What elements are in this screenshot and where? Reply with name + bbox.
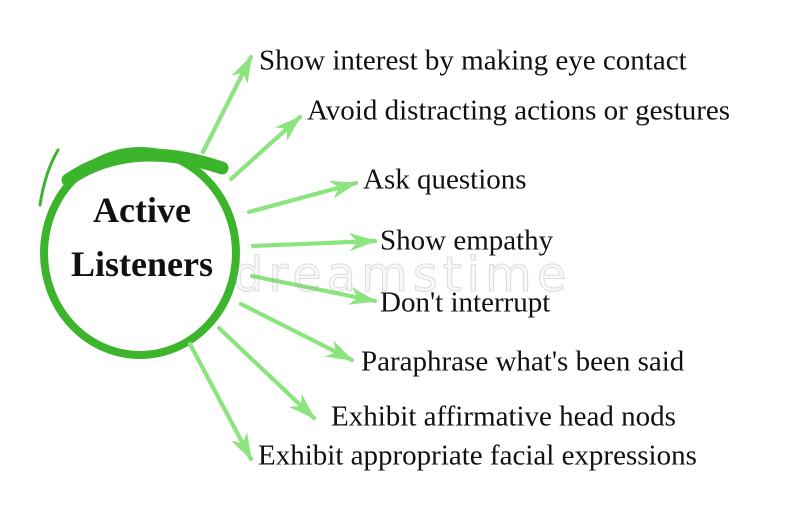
arrow-facial-expressions	[187, 341, 254, 462]
arrow-head-nods	[216, 325, 317, 421]
arrow-show-empathy	[250, 232, 378, 252]
item-avoid-distracting: Avoid distracting actions or gestures	[307, 94, 731, 127]
center-title-line2: Listeners	[71, 244, 213, 284]
item-ask-questions: Ask questions	[363, 163, 527, 196]
item-head-nods: Exhibit affirmative head nods	[331, 400, 676, 433]
item-show-interest: Show interest by making eye contact	[259, 44, 687, 77]
circle-pen-tail	[38, 148, 60, 207]
arrow-ask-questions	[246, 180, 359, 215]
item-show-empathy: Show empathy	[380, 224, 554, 257]
arrow-paraphrase	[238, 301, 355, 363]
arrow-dont-interrupt	[249, 273, 378, 305]
item-facial-expressions: Exhibit appropriate facial expressions	[258, 439, 697, 472]
arrow-show-interest	[200, 54, 254, 155]
item-dont-interrupt: Don't interrupt	[380, 286, 551, 319]
circle-brush-stroke	[61, 148, 229, 187]
sketch-circle	[38, 147, 240, 359]
center-title-line1: Active	[93, 190, 191, 230]
arrow-group	[187, 54, 378, 462]
center-title: Active Listeners	[40, 183, 244, 291]
item-paraphrase: Paraphrase what's been said	[361, 345, 685, 378]
arrow-avoid-distracting	[228, 114, 303, 182]
